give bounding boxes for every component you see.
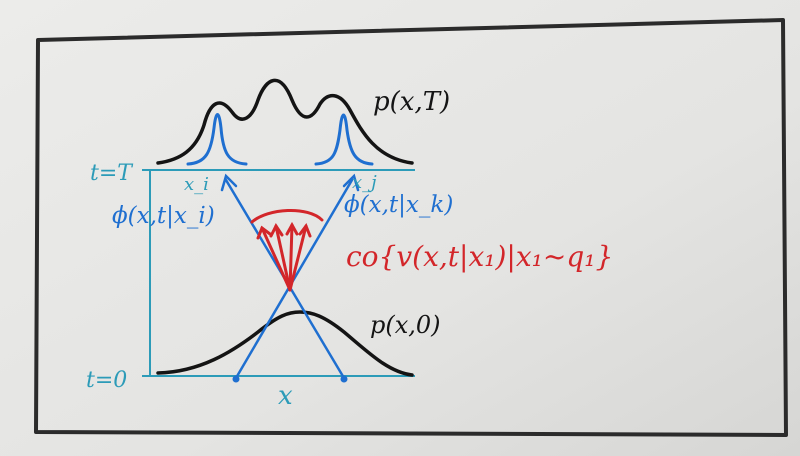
red-expression-label: co{v(x,t|x₁)|x₁~q₁} [346,240,613,273]
bottom-distribution-curve [156,310,414,377]
time-top-label: t=T [90,161,134,186]
left-flow-label: ϕ(x,t|x_i) [112,203,215,229]
right-flow-label: ϕ(x,t|x_k) [344,192,453,218]
left-point-label: x_i [184,174,209,195]
bottom-distribution-label: p(x,0) [370,311,441,339]
red-velocity-fan [250,209,324,292]
right-start-dot [340,375,348,383]
time-bottom-label: t=0 [86,368,127,393]
top-distribution-label: p(x,T) [373,87,450,117]
top-distribution-curve [156,78,414,165]
drawn-frame [34,18,788,437]
time-axis [142,169,415,377]
right-point-label: x_j [352,172,377,193]
left-start-dot [232,375,240,383]
x-axis-label: x [278,381,293,411]
blue-peaks [186,113,374,166]
